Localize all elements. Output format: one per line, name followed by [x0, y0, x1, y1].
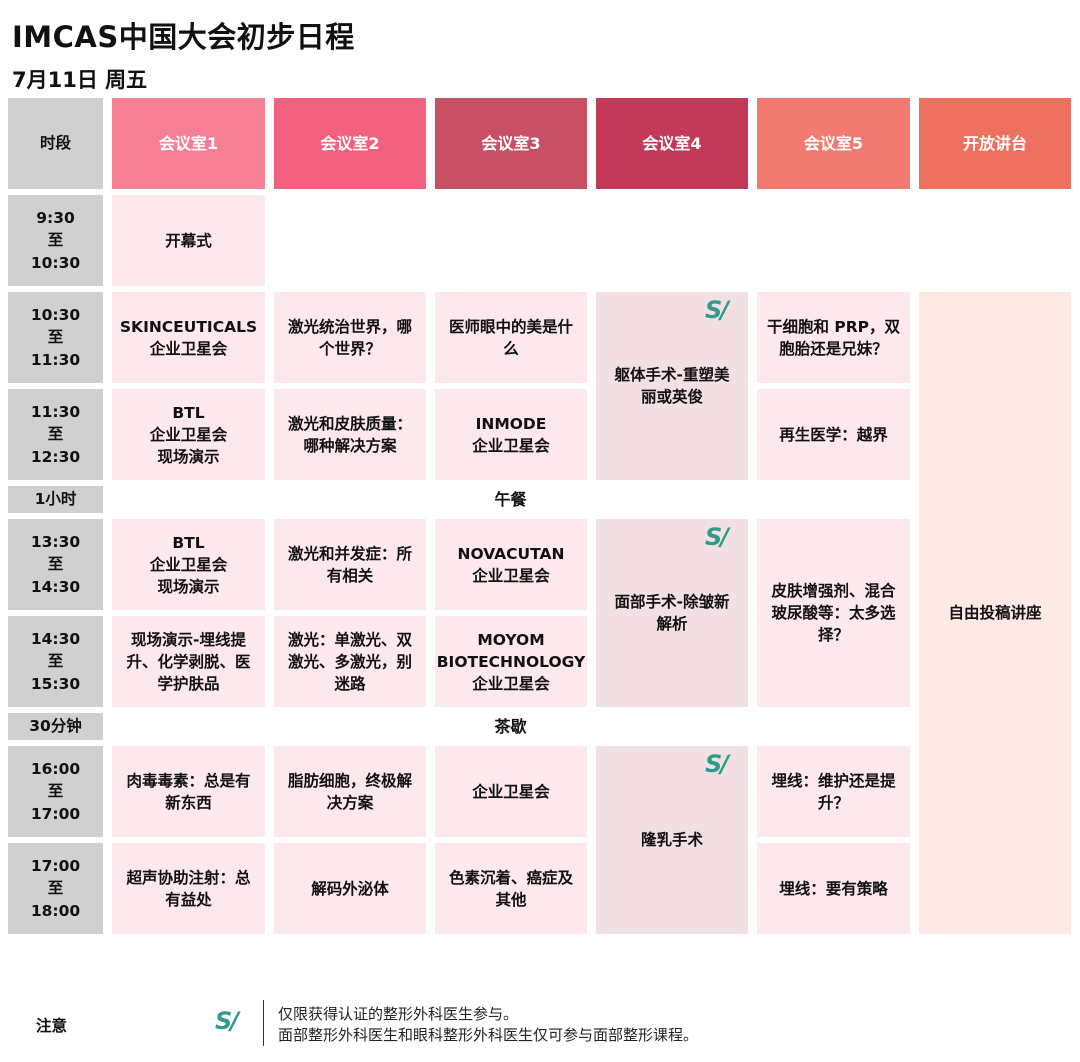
time-slot: 16:00 至 17:00 — [8, 746, 103, 837]
certified-logo-icon: S/ — [705, 523, 729, 551]
session-cell: 干细胞和 PRP，双 胞胎还是兄妹？ — [757, 292, 910, 383]
session-room5-afternoon: 皮肤增强剂、混合 玻尿酸等：太多选 择？ — [757, 519, 910, 707]
note-divider — [263, 1000, 264, 1046]
header-room-1: 会议室1 — [112, 98, 265, 189]
header-room-5: 会议室5 — [757, 98, 910, 189]
session-cell: NOVACUTAN 企业卫星会 — [435, 519, 587, 610]
session-cell: SKINCEUTICALS 企业卫星会 — [112, 292, 265, 383]
session-room4-morning: 躯体手术-重塑美 丽或英俊 — [596, 292, 748, 480]
header-room-4: 会议室4 — [596, 98, 748, 189]
session-cell: 解码外泌体 — [274, 843, 426, 934]
header-open-stage: 开放讲台 — [919, 98, 1071, 189]
time-slot: 17:00 至 18:00 — [8, 843, 103, 934]
header-room-2: 会议室2 — [274, 98, 426, 189]
time-slot: 9:30 至 10:30 — [8, 195, 103, 286]
session-cell: 超声协助注射：总 有益处 — [112, 843, 265, 934]
certified-logo-icon: S/ — [705, 296, 729, 324]
tea-break: 茶歇 — [112, 713, 909, 740]
session-room4-late: 隆乳手术 — [596, 746, 748, 934]
session-open-stage: 自由投稿讲座 — [919, 292, 1071, 934]
session-cell: BTL 企业卫星会 现场演示 — [112, 519, 265, 610]
session-cell: INMODE 企业卫星会 — [435, 389, 587, 480]
session-cell: BTL 企业卫星会 现场演示 — [112, 389, 265, 480]
time-slot: 10:30 至 11:30 — [8, 292, 103, 383]
header-time: 时段 — [8, 98, 103, 189]
note-label: 注意 — [36, 1017, 68, 1035]
session-cell: 现场演示-埋线提 升、化学剥脱、医 学护肤品 — [112, 616, 265, 707]
note-line-1: 仅限获得认证的整形外科医生参与。 — [278, 1005, 519, 1023]
session-opening: 开幕式 — [112, 195, 265, 286]
session-cell: 激光和并发症：所 有相关 — [274, 519, 426, 610]
session-cell: 埋线：要有策略 — [757, 843, 910, 934]
note-line-2: 面部整形外科医生和眼科整形外科医生仅可参与面部整形课程。 — [278, 1026, 699, 1044]
session-cell: 激光和皮肤质量： 哪种解决方案 — [274, 389, 426, 480]
time-slot: 14:30 至 15:30 — [8, 616, 103, 707]
date-subtitle: 7月11日 周五 — [12, 68, 148, 92]
certified-logo-icon: S/ — [215, 1007, 239, 1035]
session-cell: 再生医学：越界 — [757, 389, 910, 480]
session-cell: 肉毒毒素：总是有 新东西 — [112, 746, 265, 837]
header-room-3: 会议室3 — [435, 98, 587, 189]
session-cell: 企业卫星会 — [435, 746, 587, 837]
session-cell: 色素沉着、癌症及 其他 — [435, 843, 587, 934]
session-cell: 医师眼中的美是什 么 — [435, 292, 587, 383]
session-cell: 激光：单激光、双 激光、多激光，别 迷路 — [274, 616, 426, 707]
time-slot: 30分钟 — [8, 713, 103, 740]
page-title: IMCAS中国大会初步日程 — [12, 20, 355, 54]
session-cell: 埋线：维护还是提 升？ — [757, 746, 910, 837]
session-room4-afternoon: 面部手术-除皱新 解析 — [596, 519, 748, 707]
certified-logo-icon: S/ — [705, 750, 729, 778]
session-cell: MOYOM BIOTECHNOLOGY 企业卫星会 — [435, 616, 587, 707]
session-cell: 激光统治世界，哪 个世界？ — [274, 292, 426, 383]
session-cell: 脂肪细胞，终极解 决方案 — [274, 746, 426, 837]
time-slot: 13:30 至 14:30 — [8, 519, 103, 610]
lunch-break: 午餐 — [112, 486, 909, 513]
time-slot: 1小时 — [8, 486, 103, 513]
time-slot: 11:30 至 12:30 — [8, 389, 103, 480]
